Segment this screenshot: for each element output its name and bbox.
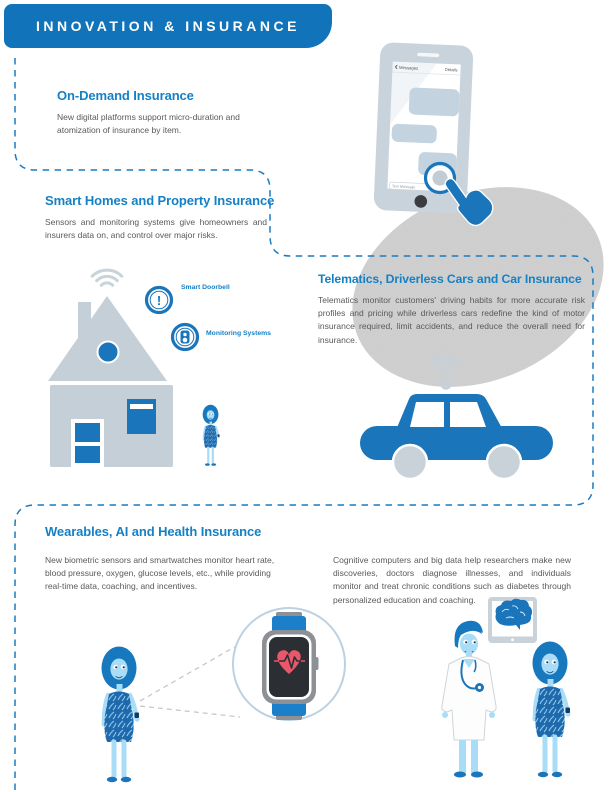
wifi-house-icon bbox=[90, 268, 124, 287]
stethoscope-icon bbox=[460, 659, 484, 692]
car-illustration bbox=[360, 355, 553, 481]
on-demand-heading: On-Demand Insurance bbox=[57, 88, 194, 103]
monitoring-icon bbox=[170, 322, 200, 352]
telematics-section: Telematics, Driverless Cars and Car Insu… bbox=[318, 272, 588, 347]
on-demand-section: On-Demand Insurance New digital platform… bbox=[57, 88, 267, 137]
wearables-body-right: Cognitive computers and big data help re… bbox=[333, 555, 571, 605]
woman-smartwatch-figure bbox=[101, 647, 139, 783]
smartwatch-illustration bbox=[232, 607, 346, 721]
header-banner: INNOVATION & INSURANCE bbox=[4, 4, 332, 48]
watch-strap bbox=[272, 616, 306, 633]
mini-woman-figure bbox=[201, 403, 221, 467]
phone-nav-back: Messages bbox=[399, 65, 418, 71]
doorbell-icon: ! bbox=[144, 285, 174, 315]
page-title: INNOVATION & INSURANCE bbox=[36, 18, 300, 34]
dashed-flow-path bbox=[14, 58, 594, 792]
doorbell-glyph: ! bbox=[157, 293, 161, 308]
chevron-left-icon bbox=[394, 64, 398, 70]
doctor-figure bbox=[441, 620, 497, 778]
smart-doorbell-label: Smart Doorbell bbox=[181, 284, 230, 291]
telematics-body: Telematics monitor customers' driving ha… bbox=[318, 295, 585, 345]
chat-bubble bbox=[408, 87, 460, 117]
message-input-placeholder: Text Message bbox=[392, 184, 416, 189]
heart-ekg-icon bbox=[274, 650, 305, 674]
wifi-car-icon bbox=[429, 355, 463, 390]
smart-homes-body: Sensors and monitoring systems give home… bbox=[45, 217, 267, 241]
patient-woman-figure bbox=[532, 642, 570, 778]
monitoring-systems-label: Monitoring Systems bbox=[206, 330, 271, 337]
house-illustration bbox=[48, 268, 173, 467]
smart-homes-heading: Smart Homes and Property Insurance bbox=[45, 193, 275, 208]
brain-icon bbox=[495, 598, 533, 630]
wearables-heading: Wearables, AI and Health Insurance bbox=[45, 524, 262, 539]
phone-nav-details: Details bbox=[445, 67, 458, 73]
hand-pointer-icon bbox=[444, 177, 494, 227]
car-wheel bbox=[391, 443, 429, 481]
home-button bbox=[414, 195, 428, 208]
on-demand-body: New digital platforms support micro-dura… bbox=[57, 112, 240, 136]
wearables-section: Wearables, AI and Health Insurance New b… bbox=[45, 524, 585, 605]
telematics-heading: Telematics, Driverless Cars and Car Insu… bbox=[318, 272, 582, 286]
wearables-body-left: New biometric sensors and smartwatches m… bbox=[45, 555, 275, 592]
car-wheel bbox=[485, 443, 523, 481]
brain-tablet-illustration bbox=[488, 597, 537, 643]
chat-bubble bbox=[391, 123, 437, 144]
smart-homes-section: Smart Homes and Property Insurance Senso… bbox=[45, 193, 275, 242]
connector-lines bbox=[139, 640, 246, 718]
